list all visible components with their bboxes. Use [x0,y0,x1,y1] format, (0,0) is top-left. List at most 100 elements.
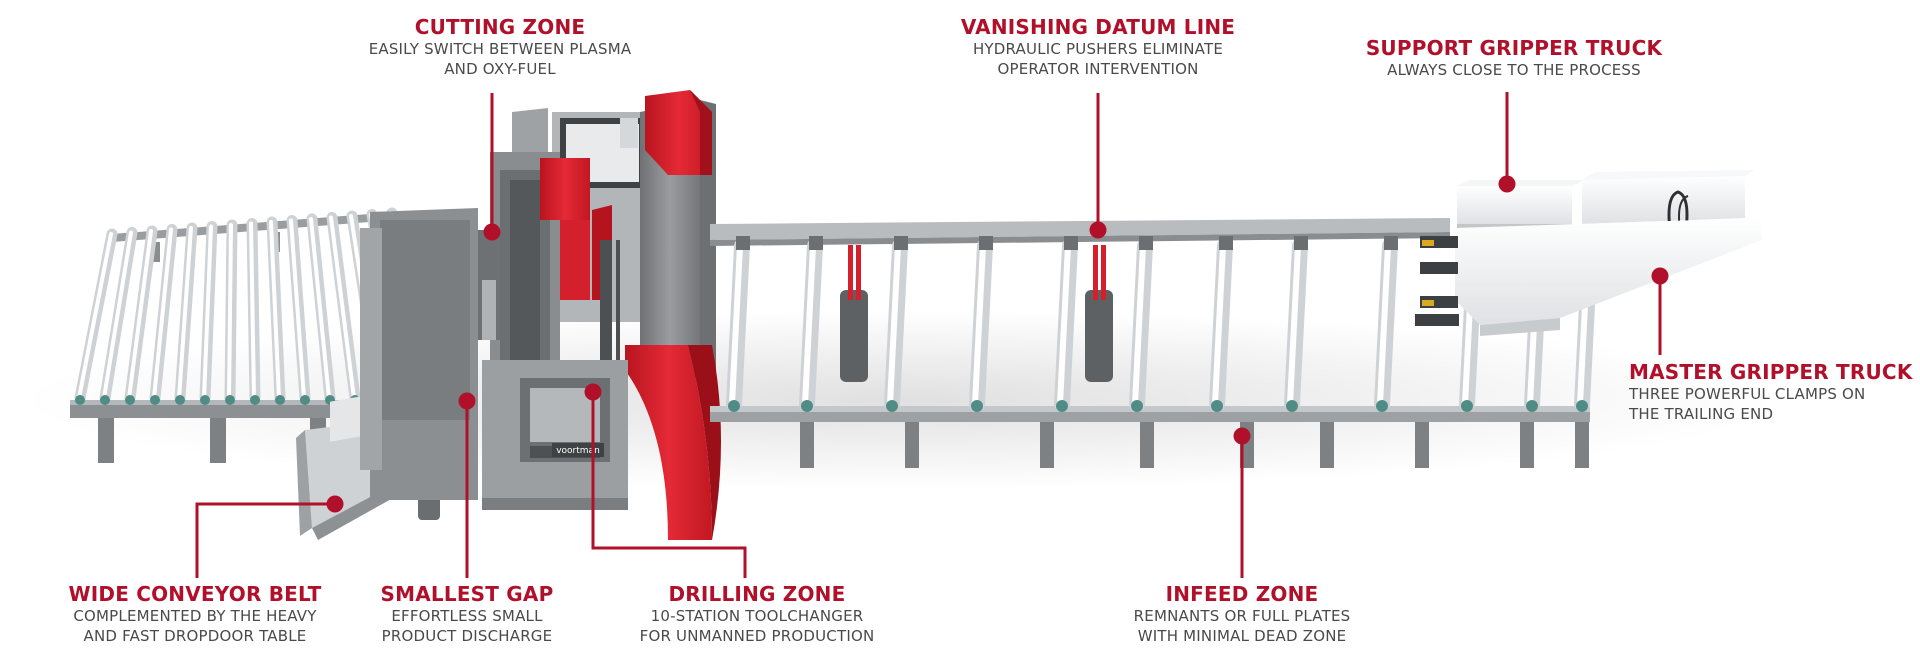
roller-highlight [289,218,306,400]
roller-highlight [177,226,193,400]
roller-highlight [329,215,356,400]
roller-highlight [102,230,133,400]
leader-cutting-dot [483,223,501,241]
leader-drilling [591,392,747,578]
roller-end [728,400,740,412]
roller-highlight [309,217,331,400]
roller-end [200,395,210,405]
callout-title: VANISHING DATUM LINE [960,15,1236,39]
roller-end [300,395,310,405]
roller-bearing [1219,236,1233,250]
conveyor-leg [1040,422,1054,468]
roller-highlight [802,243,816,407]
brand-logo-text: voortman [556,446,600,456]
callout-desc-line: 10-STATION TOOLCHANGER [650,607,864,625]
roller-highlight [887,243,901,407]
roller-bearing [1294,236,1308,250]
roller-highlight [269,220,281,400]
callout-title: CUTTING ZONE [414,15,586,39]
infeed-conveyor [710,218,1598,468]
cutting-drilling-unit: voortman [360,90,721,540]
callout-desc-line: EFFORTLESS SMALL [391,607,543,625]
conveyor-leg [1140,422,1154,468]
leader-conveyor-dot [326,495,344,513]
roller-end [225,395,235,405]
roller-highlight [1132,243,1146,407]
conveyor-leg [1415,422,1429,468]
callout-desc-line: ALWAYS CLOSE TO THE PROCESS [1387,61,1641,79]
callout-desc-line: AND FAST DROPDOOR TABLE [83,627,307,645]
roller-end [1056,400,1068,412]
leader-datum-dot [1089,221,1107,239]
roller-bearing [1139,236,1153,250]
conveyor-leg [1520,422,1534,468]
roller-highlight [152,227,173,400]
roller-end [1526,400,1538,412]
callout-desc-line: OPERATOR INTERVENTION [997,60,1199,78]
roller-end [971,400,983,412]
leader-drilling-dot [584,383,602,401]
roller-end [1286,400,1298,412]
roller-bearing [979,236,993,250]
roller-end [1376,400,1388,412]
roller-end [1131,400,1143,412]
leader-master-dot [1651,267,1669,285]
callout-desc-line: FOR UNMANNED PRODUCTION [639,627,875,645]
roller-highlight [127,229,153,400]
roller-highlight [1057,243,1071,407]
roller-bearing [736,236,750,250]
roller-end [175,395,185,405]
roller-highlight [202,224,213,400]
callout-title: SUPPORT GRIPPER TRUCK [1365,36,1663,60]
roller-bearing [809,236,823,250]
roller-highlight [77,232,113,400]
callout-title: MASTER GRIPPER TRUCK [1629,360,1913,384]
roller-end [125,395,135,405]
roller-bearing [1064,236,1078,250]
callout-cutting-zone: CUTTING ZONE EASILY SWITCH BETWEEN PLASM… [369,15,632,79]
callout-desc-line: THREE POWERFUL CLAMPS ON [1629,385,1866,403]
callout-vanishing-datum-line: VANISHING DATUM LINE HYDRAULIC PUSHERS E… [961,15,1235,79]
roller-end [100,395,110,405]
roller-highlight [249,221,256,400]
roller-bearing [894,236,908,250]
callout-wide-conveyor-belt: WIDE CONVEYOR BELT COMPLEMENTED BY THE H… [68,582,321,646]
callout-title: INFEED ZONE [1165,582,1319,606]
roller-end [150,395,160,405]
callout-desc-line: AND OXY-FUEL [444,60,556,78]
roller-highlight [1212,243,1226,407]
hydraulic-pushers [840,245,1113,382]
leader-infeed-dot [1233,427,1251,445]
roller-end [250,395,260,405]
callout-drilling-zone: DRILLING ZONE 10-STATION TOOLCHANGER FOR… [640,582,875,646]
roller-end [801,400,813,412]
roller-end [1461,400,1473,412]
roller-end [886,400,898,412]
callout-title: SMALLEST GAP [380,582,554,606]
callout-support-gripper-truck: SUPPORT GRIPPER TRUCK ALWAYS CLOSE TO TH… [1366,36,1662,80]
roller-highlight [1287,243,1301,407]
callout-smallest-gap: SMALLEST GAP EFFORTLESS SMALL PRODUCT DI… [381,582,554,646]
callout-desc-line: PRODUCT DISCHARGE [381,627,553,645]
leader-support-dot [1498,175,1516,193]
leader-conveyor [195,502,335,578]
conveyor-leg [800,422,814,468]
callout-infeed-zone: INFEED ZONE REMNANTS OR FULL PLATES WITH… [1134,582,1351,646]
roller-bearing [1384,236,1398,250]
roller-highlight [1377,243,1391,407]
conveyor-leg [1575,422,1589,468]
callout-desc-line: THE TRAILING END [1629,405,1774,423]
roller-end [1576,400,1588,412]
roller-end [75,395,85,405]
callout-desc-line: EASILY SWITCH BETWEEN PLASMA [368,40,632,58]
roller-end [275,395,285,405]
roller-highlight [729,243,743,407]
callout-title: DRILLING ZONE [668,582,846,606]
callout-master-gripper-truck: MASTER GRIPPER TRUCK THREE POWERFUL CLAM… [1629,360,1913,424]
roller-highlight [972,243,986,407]
callout-title: WIDE CONVEYOR BELT [68,582,322,606]
leader-gap-dot [458,392,476,410]
roller-highlight [227,223,233,400]
